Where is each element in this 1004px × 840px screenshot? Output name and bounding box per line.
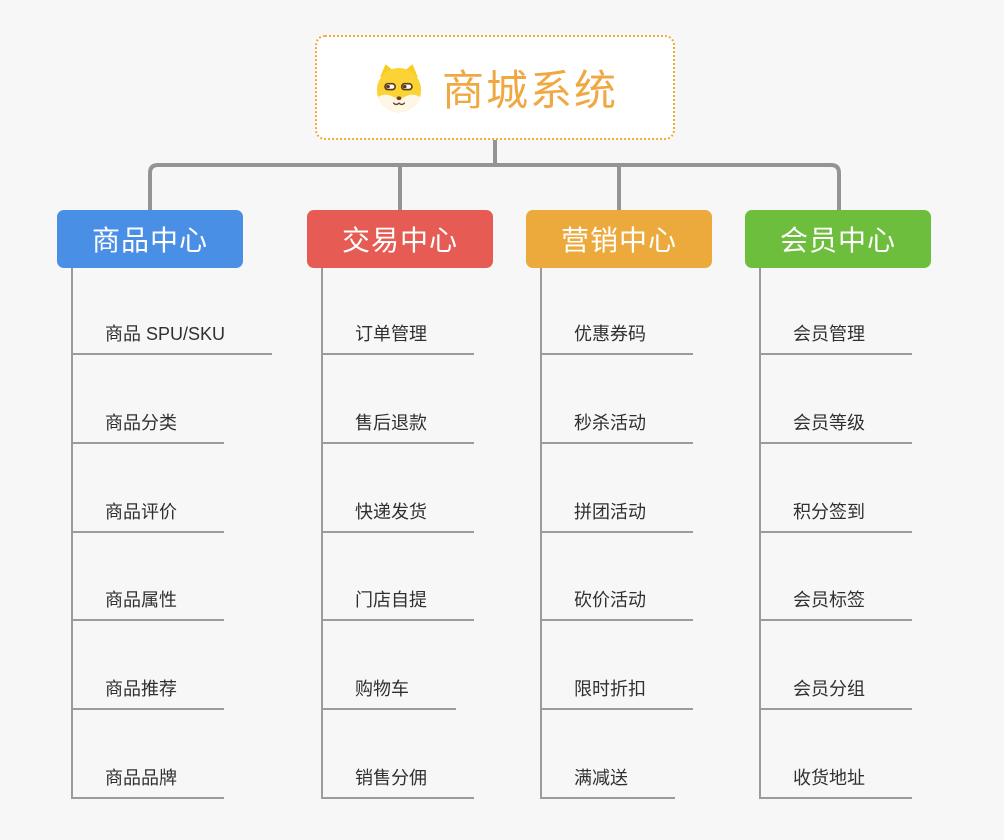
branch-node[interactable]: 营销中心 [526,210,712,268]
leaf-node[interactable]: 秒杀活动 [541,405,693,444]
leaf-node[interactable]: 收货地址 [760,760,912,799]
shiba-dog-icon [376,63,422,112]
leaf-node[interactable]: 拼团活动 [541,494,693,533]
leaf-node[interactable]: 会员标签 [760,582,912,621]
leaf-node[interactable]: 购物车 [322,671,456,710]
leaf-node[interactable]: 快递发货 [322,494,474,533]
leaf-node[interactable]: 商品推荐 [72,671,224,710]
root-node[interactable]: 商城系统 [315,35,675,140]
leaf-node[interactable]: 商品评价 [72,494,224,533]
leaf-node[interactable]: 满减送 [541,760,675,799]
leaf-node[interactable]: 商品属性 [72,582,224,621]
branch-node[interactable]: 交易中心 [307,210,493,268]
branch-elbow-line [148,163,841,212]
branch-node[interactable]: 会员中心 [745,210,931,268]
leaf-node[interactable]: 商品分类 [72,405,224,444]
leaf-node[interactable]: 商品 SPU/SKU [72,316,273,355]
root-title: 商城系统 [441,67,618,114]
leaf-node[interactable]: 砍价活动 [541,582,693,621]
leaf-node[interactable]: 商品品牌 [72,760,224,799]
leaf-node[interactable]: 限时折扣 [541,671,693,710]
leaf-node[interactable]: 优惠券码 [541,316,693,355]
branch-node[interactable]: 商品中心 [57,210,243,268]
leaf-node[interactable]: 售后退款 [322,405,474,444]
leaf-node[interactable]: 会员管理 [760,316,912,355]
root-branch-connectors [148,140,841,212]
leaf-node[interactable]: 门店自提 [322,582,474,621]
leaf-node[interactable]: 积分签到 [760,494,912,533]
leaf-node[interactable]: 会员分组 [760,671,912,710]
leaf-node[interactable]: 销售分佣 [322,760,474,799]
leaf-node[interactable]: 会员等级 [760,405,912,444]
leaf-node[interactable]: 订单管理 [322,316,474,355]
